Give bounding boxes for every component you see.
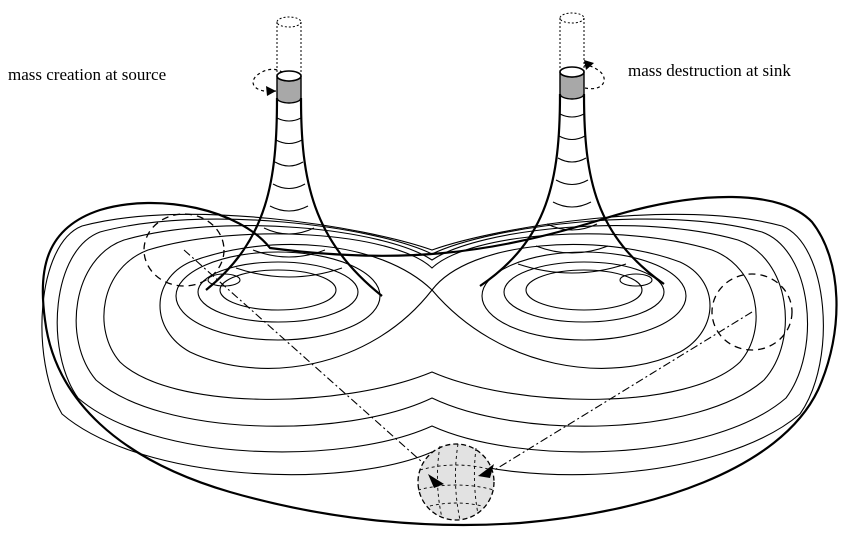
sink-spike	[479, 12, 665, 287]
dashed-circle-left	[143, 213, 225, 287]
ball-arrow-right	[478, 464, 494, 478]
contour-outer-1	[103, 233, 757, 400]
source-spike	[205, 16, 383, 297]
sink-funnel-left	[479, 93, 562, 287]
source-label: mass creation at source	[8, 65, 167, 84]
source-ghost-cylinder	[276, 16, 302, 76]
surface-outline	[41, 195, 838, 527]
trajectory-left	[183, 249, 441, 479]
contour-sink-3	[525, 269, 643, 311]
contour-sink-4	[619, 273, 653, 287]
trajectory-right	[487, 311, 753, 475]
dashed-circle-right	[711, 273, 793, 351]
contour-sink-2	[503, 261, 665, 323]
contour-source-3	[219, 269, 337, 311]
sink-destruction-arrow	[583, 65, 605, 90]
source-funnel-left	[205, 97, 279, 291]
sink-arrowhead	[584, 60, 594, 70]
sink-label: mass destruction at sink	[628, 61, 791, 80]
trajectory-lines	[183, 249, 753, 479]
contour-source-1	[175, 251, 381, 341]
test-ball	[417, 443, 495, 521]
ball-arrow-left	[428, 474, 444, 488]
sink-funnel-right	[582, 93, 665, 285]
contour-lines	[41, 213, 824, 476]
sink-ghost-cylinder	[559, 12, 585, 72]
source-arrowhead	[266, 86, 276, 96]
contour-outer-3	[56, 218, 809, 453]
source-funnel-right	[299, 97, 383, 297]
contour-source-2	[197, 261, 359, 323]
contour-separatrix	[159, 243, 711, 369]
contour-outer-2	[75, 225, 786, 427]
